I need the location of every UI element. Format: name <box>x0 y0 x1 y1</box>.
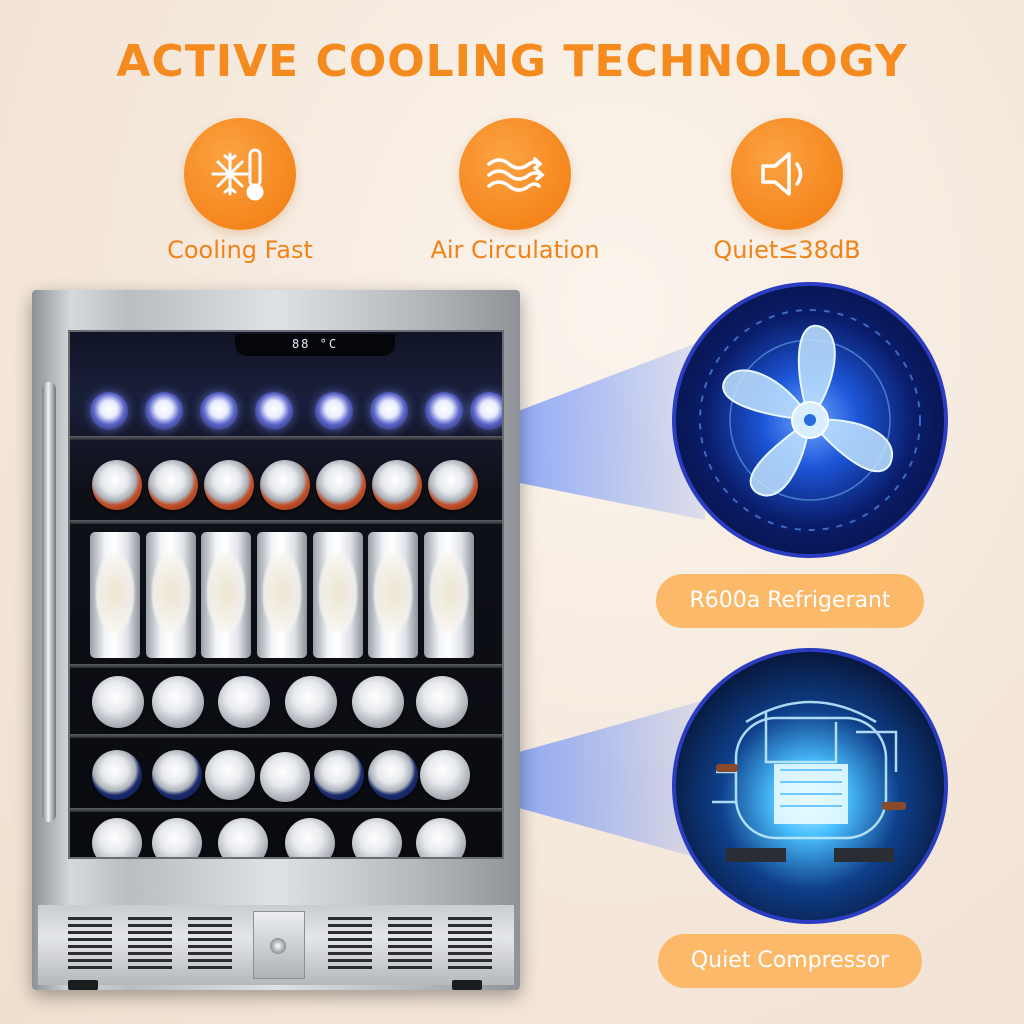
compressor-zoom-circle <box>672 648 948 924</box>
feature-icon-circle <box>731 118 843 230</box>
can <box>416 818 466 857</box>
vent-grille <box>388 917 432 969</box>
feature-label: Air Circulation <box>430 236 600 264</box>
can <box>152 676 204 728</box>
can <box>416 676 468 728</box>
can <box>260 460 310 510</box>
feature-icon-circle <box>459 118 571 230</box>
can <box>285 818 335 857</box>
bottle <box>200 392 238 430</box>
can <box>92 818 142 857</box>
can <box>314 750 364 800</box>
can <box>420 750 470 800</box>
fridge-foot <box>68 980 98 990</box>
can <box>368 750 418 800</box>
bottle <box>315 392 353 430</box>
key-hole-icon <box>270 938 286 954</box>
can <box>285 676 337 728</box>
tall-can <box>201 532 251 658</box>
compressor-icon <box>712 700 906 862</box>
shelf <box>70 520 502 524</box>
tall-can <box>146 532 196 658</box>
glass-door: 88 °C <box>68 330 504 859</box>
vent-grille <box>328 917 372 969</box>
can <box>260 752 310 802</box>
tall-can <box>424 532 474 658</box>
can <box>92 750 142 800</box>
door-lock[interactable] <box>253 911 305 979</box>
feature-label: Quiet≤38dB <box>713 236 861 264</box>
feature-icon-circle <box>184 118 296 230</box>
can <box>316 460 366 510</box>
tall-can <box>368 532 418 658</box>
tall-can <box>313 532 363 658</box>
bottle <box>145 392 183 430</box>
can <box>352 818 402 857</box>
bottle <box>470 392 502 430</box>
shelf <box>70 436 502 440</box>
air-flow-icon <box>487 157 545 192</box>
feature-quiet: Quiet≤38dB <box>672 118 902 264</box>
can <box>92 460 142 510</box>
page-title: ACTIVE COOLING TECHNOLOGY <box>116 36 908 87</box>
callout-compressor: Quiet Compressor <box>658 934 922 988</box>
can <box>152 750 202 800</box>
vent-grille <box>128 917 172 969</box>
tall-can <box>257 532 307 658</box>
fridge-foot <box>452 980 482 990</box>
can <box>352 676 404 728</box>
fan-zoom-circle <box>672 282 948 558</box>
fridge-base <box>38 905 514 985</box>
shelf <box>70 734 502 738</box>
door-handle[interactable] <box>42 382 56 822</box>
shelf <box>70 664 502 668</box>
bottle <box>425 392 463 430</box>
can <box>372 460 422 510</box>
shelf <box>70 808 502 812</box>
bottle <box>90 392 128 430</box>
vent-grille <box>448 917 492 969</box>
can <box>152 818 202 857</box>
vent-grille <box>68 917 112 969</box>
can <box>428 460 478 510</box>
fan-icon <box>699 309 921 531</box>
temperature-display: 88 °C <box>235 334 395 356</box>
vent-grille <box>188 917 232 969</box>
bottle <box>370 392 408 430</box>
speaker-icon <box>761 152 803 196</box>
bottle <box>255 392 293 430</box>
feature-label: Cooling Fast <box>167 236 313 264</box>
snowflake-thermometer-icon <box>211 148 264 201</box>
can <box>92 676 144 728</box>
feature-air-circulation: Air Circulation <box>400 118 630 264</box>
can <box>205 750 255 800</box>
can <box>204 460 254 510</box>
tall-can <box>90 532 140 658</box>
can <box>218 676 270 728</box>
feature-cooling-fast: Cooling Fast <box>125 118 355 264</box>
can <box>218 818 268 857</box>
can <box>148 460 198 510</box>
beverage-fridge: 88 °C <box>32 290 520 990</box>
callout-refrigerant: R600a Refrigerant <box>656 574 924 628</box>
